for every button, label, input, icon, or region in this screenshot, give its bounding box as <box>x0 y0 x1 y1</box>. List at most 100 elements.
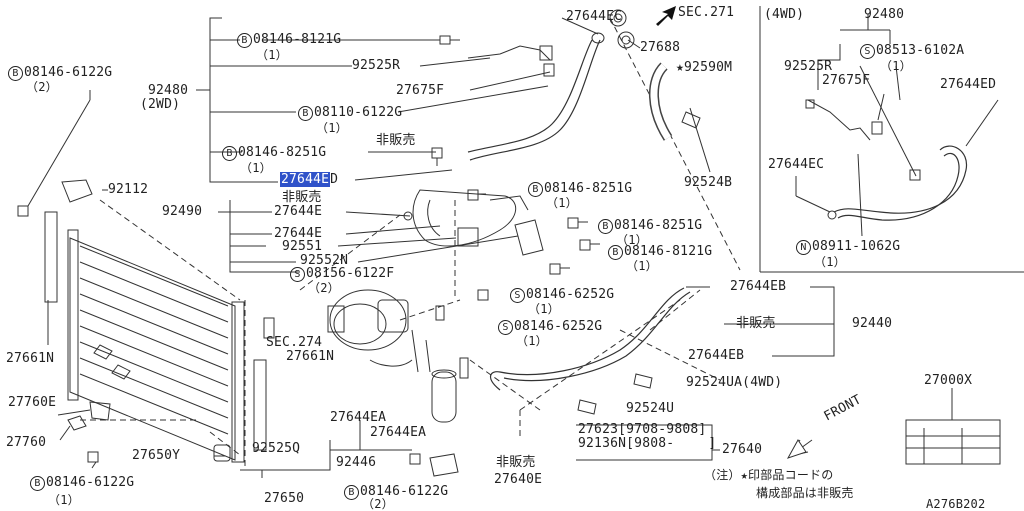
label-27760: 27760 <box>6 435 47 450</box>
part-number: 08146-8121G <box>624 244 713 259</box>
part-number: 92136N[9808- <box>578 436 675 451</box>
label-27661n-a: 27661N <box>6 351 55 366</box>
label-sec271: SEC.271 <box>678 5 735 20</box>
label-92490: 92490 <box>162 204 203 219</box>
qty: （1） <box>616 233 648 247</box>
part-number: 08146-6122G <box>24 65 113 80</box>
part-number: 08146-8251G <box>544 181 633 196</box>
part-number: 08146-6252G <box>526 287 615 302</box>
part-number: 08146-6122G <box>360 484 449 499</box>
label-92524u: 92524U <box>626 401 675 416</box>
part-number: 08146-8251G <box>614 218 703 233</box>
label-27650: 27650 <box>264 491 305 506</box>
label-92446: 92446 <box>336 455 377 470</box>
inset-label-27675f: 27675F <box>822 73 871 88</box>
label-27644ea-b: 27644EA <box>370 425 427 440</box>
qty: （1） <box>528 302 560 316</box>
part-number: 08110-6122G <box>314 105 403 120</box>
qty: （1） <box>814 255 846 269</box>
bolt-b-marker: B <box>528 182 543 197</box>
bolt-b-marker: B <box>237 33 252 48</box>
label-27644eb-b: 27644EB <box>688 348 745 363</box>
qty: （2） <box>308 281 340 295</box>
label-92524b: 92524B <box>684 175 733 190</box>
label-27644e-a: 27644E <box>274 204 323 219</box>
label-27640e: 27640E <box>494 472 543 487</box>
screw-s-marker: S <box>290 267 305 282</box>
label-27644ed: 27644ED <box>280 172 339 187</box>
label-27644e-b: 27644E <box>274 226 323 241</box>
label-92552n: 92552N <box>300 253 349 268</box>
label-92524ua: 92524UA(4WD) <box>686 375 783 390</box>
bolt-b-marker: B <box>30 476 45 491</box>
figure-code: A276B202 <box>926 497 986 511</box>
label-92551: 92551 <box>282 239 323 254</box>
label-27644eb-a: 27644EB <box>730 279 787 294</box>
label-27650y: 27650Y <box>132 448 181 463</box>
label-hibaihin-1: 非販売 <box>376 133 416 148</box>
label-27661n-b: 27661N <box>286 349 335 364</box>
bolt-b-marker: B <box>298 106 313 121</box>
label-92480-2wd: (2WD) <box>140 97 181 112</box>
label-hibaihin-2: 非販売 <box>282 190 322 205</box>
bolt-b-marker: B <box>608 245 623 260</box>
note-line-2: 構成部品は非販売 <box>756 486 854 500</box>
qty: （1） <box>880 59 912 73</box>
label-27000x: 27000X <box>924 373 973 388</box>
qty: （2） <box>362 497 394 511</box>
screw-s-marker: S <box>498 320 513 335</box>
part-number: 08146-6252G <box>514 319 603 334</box>
qty: （1） <box>626 259 658 273</box>
label-27623: 27623[9708-9808] <box>578 422 707 437</box>
label-92480: 92480 <box>148 83 189 98</box>
inset-label-92480: 92480 <box>864 7 905 22</box>
bracket-end: ] <box>708 436 717 451</box>
highlighted-part-number[interactable]: 27644E <box>280 172 331 187</box>
label-92440: 92440 <box>852 316 893 331</box>
part-number: 08911-1062G <box>812 239 901 254</box>
inset-label-27644ed: 27644ED <box>940 77 997 92</box>
inset-label-27644ec: 27644EC <box>768 157 825 172</box>
qty: （1） <box>48 493 80 507</box>
note-line-1: （注）★印部品コードの <box>704 468 834 482</box>
sec271-arrow <box>656 6 676 26</box>
label-92136n: 92136N[9808-] <box>578 437 716 451</box>
label-27644ea-a: 27644EA <box>330 410 387 425</box>
part-number: 08146-6122G <box>46 475 135 490</box>
label-27760e: 27760E <box>8 395 57 410</box>
screw-s-marker: S <box>860 44 875 59</box>
part-number: 08513-6102A <box>876 43 965 58</box>
screw-s-marker: S <box>510 288 525 303</box>
label-hibaihin-3: 非販売 <box>736 316 776 331</box>
inset-label-92525r: 92525R <box>784 59 833 74</box>
part-number: 08146-8121G <box>253 32 342 47</box>
bolt-b-marker: B <box>222 146 237 161</box>
part-suffix: D <box>330 172 339 187</box>
label-27640: 27640 <box>722 442 763 457</box>
label-92112: 92112 <box>108 182 149 197</box>
label-27675f: 27675F <box>396 83 445 98</box>
bolt-b-marker: B <box>8 66 23 81</box>
label-92590m: ★92590M <box>676 60 733 75</box>
nut-n-marker: N <box>796 240 811 255</box>
qty: （1） <box>240 161 272 175</box>
bolt-b-marker: B <box>598 219 613 234</box>
label-92525q: 92525Q <box>252 441 301 456</box>
label-hibaihin-4: 非販売 <box>496 455 536 470</box>
inset-title-4wd: (4WD) <box>764 7 805 22</box>
part-number: 08146-8251G <box>238 145 327 160</box>
